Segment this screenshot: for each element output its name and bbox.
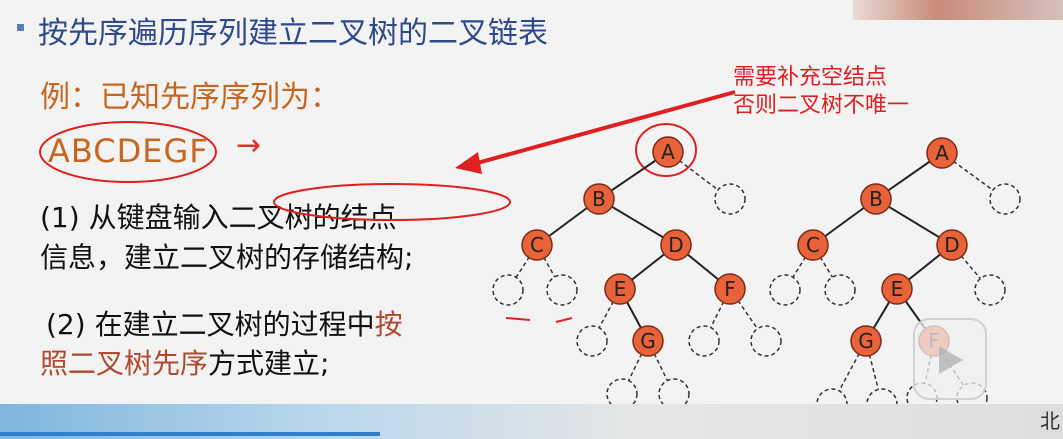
null-node — [989, 183, 1021, 215]
tree1-null-nodes — [492, 183, 782, 410]
tree2-label-b: B — [869, 187, 883, 211]
step2-line1-text: (2) 在建立二叉树的过程中 — [46, 308, 375, 341]
tree2-edges — [812, 152, 953, 342]
example-label: 例：已知先序序列为： — [40, 80, 340, 115]
tree1-label-g: G — [640, 329, 656, 353]
dash-annotation — [505, 317, 573, 323]
tree1-node-a — [652, 136, 684, 168]
tree1-node-c — [521, 229, 553, 261]
tree1-label-c: C — [530, 233, 544, 257]
preorder-sequence: ABCDEGF — [48, 132, 209, 170]
tree2-node-c — [797, 229, 829, 261]
annotation-note: 需要补充空结点 否则二叉树不唯一 — [733, 64, 909, 120]
phrase-circle-annotation — [273, 183, 511, 221]
null-node — [546, 274, 578, 306]
title-bullet — [17, 24, 24, 31]
step1-line2: 信息，建立二叉树的存储结构; — [40, 241, 414, 274]
tree2-node-d — [936, 229, 968, 261]
tree2-label-e: E — [891, 277, 904, 301]
step2-line1: (2) 在建立二叉树的过程中按 — [46, 303, 403, 343]
tree1-label-e: E — [614, 277, 627, 301]
null-node — [974, 274, 1006, 306]
tree1-label-d: D — [668, 233, 683, 257]
tree1-label-a: A — [661, 140, 675, 164]
sequence-circle-annotation — [39, 121, 217, 183]
tree1-edges — [536, 151, 731, 342]
tree1-label-f: F — [724, 277, 736, 301]
sequence-arrow: → — [236, 128, 262, 163]
tree2-node-g — [850, 325, 882, 357]
null-node — [714, 183, 746, 215]
tree2-node-b — [860, 183, 892, 215]
tree1-node-g — [632, 325, 664, 357]
video-progress-bar[interactable] — [0, 432, 380, 436]
tree1-node-d — [660, 229, 692, 261]
null-node — [688, 325, 720, 357]
slide-title: 按先序遍历序列建立二叉树的二叉链表 — [38, 16, 548, 51]
tree1-nodes: A B C D E F G — [521, 136, 746, 357]
red-pointer-arrowhead — [455, 152, 482, 174]
step2-line2: 照二叉树先序方式建立; — [40, 342, 329, 382]
null-node — [750, 325, 782, 357]
red-pointer-arrow — [469, 90, 736, 167]
null-node — [576, 325, 608, 357]
null-node — [769, 274, 801, 306]
null-node — [492, 274, 524, 306]
step2-line2-highlight: 照二叉树先序 — [40, 347, 209, 380]
tree2-label-g: G — [858, 329, 874, 353]
tree2-label-a: A — [935, 141, 949, 165]
tree1-label-b: B — [592, 187, 606, 211]
step2-line2-text: 方式建立; — [208, 347, 330, 380]
tree2-node-e — [881, 273, 913, 305]
annotation-line1: 需要补充空结点 — [733, 65, 888, 90]
video-play-icon[interactable] — [913, 318, 987, 400]
tree1-node-e — [604, 273, 636, 305]
play-triangle-icon — [939, 346, 963, 374]
annotation-line2: 否则二叉树不唯一 — [733, 93, 910, 118]
tree1-node-b — [583, 183, 615, 215]
tree2-node-a — [926, 137, 958, 169]
corner-watermark: 北 — [1040, 409, 1060, 433]
step2-line1-highlight: 按 — [374, 308, 403, 341]
null-node — [824, 274, 856, 306]
webcam-overlay — [853, 0, 1063, 20]
tree2-label-c: C — [806, 233, 820, 257]
tree1-node-f — [714, 273, 746, 305]
tree2-label-d: D — [944, 233, 959, 257]
node-a-circle-annotation — [635, 123, 697, 177]
